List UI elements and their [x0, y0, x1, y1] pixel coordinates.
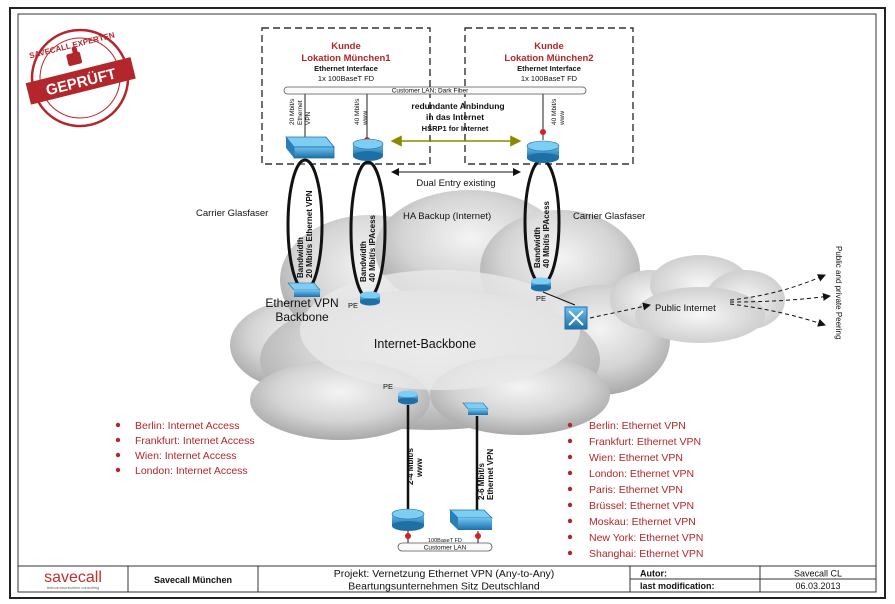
carrier-right-label: Carrier Glasfaser [573, 211, 645, 222]
ethernet-vpn-item: Moskau: Ethernet VPN [589, 516, 696, 528]
customer-lan-top-label: Customer LAN; Dark Fiber [392, 88, 469, 95]
pe-router-right-icon [531, 277, 551, 292]
pruef-stamp: SAVECALL EXPERTEN GEPRÜFT [25, 28, 136, 128]
bw-eth-l2: 20 Mbit/s Ethernet VPN [305, 190, 314, 278]
ethernet-vpn-item: Frankfurt: Ethernet VPN [589, 436, 701, 448]
bw-ip1-l1: Bandwidth [359, 241, 368, 282]
site1-iface1: Ethernet Interface [314, 64, 378, 73]
ethernet-vpn-backbone-l2: Backbone [275, 310, 329, 324]
bullets-left [115, 422, 121, 473]
ha-backup-label: HA Backup (Internet) [403, 211, 491, 222]
carrier-left-label: Carrier Glasfaser [196, 208, 268, 219]
s2-www-l2: www [559, 111, 566, 126]
ethernet-vpn-item: Brüssel: Ethernet VPN [589, 500, 694, 512]
site1-title2: Lokation München1 [301, 53, 391, 64]
bottom-eth-l1: 2-6 Mbit/s [477, 463, 486, 500]
router-site2-icon [526, 140, 560, 163]
customer-router-bottom-icon [391, 508, 425, 531]
footer-modified-label: last modification: [640, 581, 715, 591]
site1-box [261, 27, 431, 165]
internet-access-item: Wien: Internet Access [135, 450, 237, 462]
savecall-logo-sub: telecommunication consulting [47, 585, 99, 590]
footer-author: Savecall CL [794, 569, 842, 579]
footer-project1: Projekt: Vernetzung Ethernet VPN (Any-to… [334, 568, 555, 580]
bw-eth-l1: Bandwidth [296, 237, 305, 278]
s1-eth-l2: Ethernet [297, 100, 304, 125]
ethernet-vpn-item: Berlin: Ethernet VPN [589, 420, 686, 432]
internet-backbone-label: Internet-Backbone [374, 337, 476, 351]
dual-entry-label: Dual Entry existing [416, 178, 495, 189]
footer-modified: 06.03.2013 [795, 581, 840, 591]
ethernet-vpn-item: Shanghai: Ethernet VPN [589, 548, 703, 560]
public-peering-label: Public and private Peering [834, 246, 843, 339]
internet-access-item: Berlin: Internet Access [135, 420, 239, 432]
pe-bottom-label: PE [383, 382, 393, 391]
peering-arrows [589, 274, 831, 327]
customer-switch-bottom-icon [449, 509, 493, 530]
footer-title-block: savecall telecommunication consulting Sa… [17, 565, 877, 593]
site1-title1: Kunde [331, 41, 361, 52]
site2-title1: Kunde [534, 41, 564, 52]
site1-iface2: 1x 100BaseT FD [318, 74, 375, 83]
switch-site1-icon [285, 136, 335, 159]
s1-www-l2: www [362, 111, 369, 126]
footer-project2: Beartungsunternehmen Sitz Deutschland [348, 581, 540, 593]
ethernet-vpn-item: Paris: Ethernet VPN [589, 484, 683, 496]
router-site1-icon [352, 138, 384, 161]
pe-right-label: PE [536, 294, 546, 303]
site2-title2: Lokation München2 [504, 53, 593, 64]
bw-ip2-l1: Bandwidth [533, 227, 542, 268]
bw-ip2-l2: 40 Mbit/s IPAcess [542, 200, 551, 268]
site2-iface2: 1x 100BaseT FD [521, 74, 578, 83]
bw-ip1-l2: 40 Mbit/s IPAcess [368, 214, 377, 282]
s1-eth-l3: VPN [305, 111, 312, 125]
ethernet-vpn-item: London: Ethernet VPN [589, 468, 694, 480]
pe-switch-left-icon [287, 282, 321, 297]
s2-www-l1: 40 Mbit/s [551, 98, 558, 125]
customer-lan-top-pipe [283, 86, 587, 95]
bottom-www-l1: 2-4 Mbit/s [406, 448, 415, 485]
bullets-right [567, 422, 573, 556]
s1-www-l1: 40 Mbit/s [354, 98, 361, 125]
ethernet-vpn-backbone-l1: Ethernet VPN [265, 296, 338, 310]
redundant-l1: redundante Anbindung [411, 101, 504, 111]
ethernet-vpn-item: New York: Ethernet VPN [589, 532, 703, 544]
footer-company: Savecall München [154, 575, 232, 585]
site2-iface1: Ethernet Interface [517, 64, 581, 73]
customer-lan-bottom-pipe [397, 542, 493, 552]
internet-access-item: London: Internet Access [135, 465, 248, 477]
footer-author-label: Autor: [640, 569, 667, 579]
redundant-l2: in das Internet [426, 112, 484, 122]
bottom-fd-label: 100BaseT FD [428, 538, 462, 544]
internet-switch-x-icon [564, 306, 588, 330]
ethernet-vpn-item: Wien: Ethernet VPN [589, 452, 683, 464]
bottom-lan-label: Customer LAN [424, 545, 467, 552]
thumbs-up-icon [66, 46, 83, 66]
pe-router-left-icon [360, 291, 380, 306]
bottom-switch-icon [462, 402, 489, 415]
bottom-pe-router-icon [398, 390, 418, 405]
pe-left-label: PE [348, 301, 358, 310]
bottom-eth-l2: Ethernet VPN [486, 449, 495, 500]
bottom-www-l2: www [415, 458, 424, 478]
savecall-logo: savecall [44, 569, 102, 586]
redundant-l3: HSRP1 for Internet [422, 124, 489, 133]
public-internet-label: Public Internet [655, 303, 716, 314]
public-internet-cloud [610, 255, 785, 343]
internet-access-item: Frankfurt: Internet Access [135, 435, 255, 447]
s1-eth-l1: 20 Mbit/s [289, 98, 296, 125]
